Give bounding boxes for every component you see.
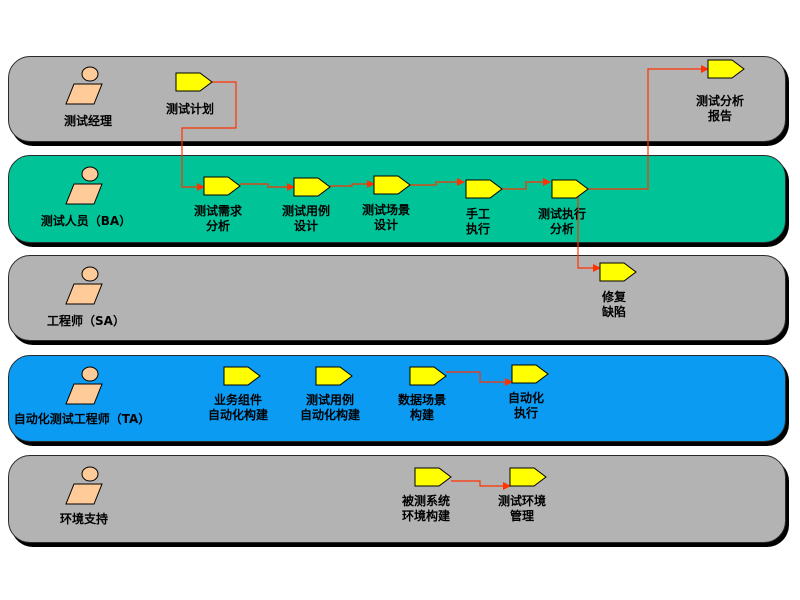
task-label-fix-defect: 修复缺陷 xyxy=(601,290,627,319)
task-label-case-design: 测试用例设计 xyxy=(281,204,331,233)
lane-test-manager xyxy=(8,56,786,142)
task-label-case-auto: 测试用例自动化构建 xyxy=(299,393,361,422)
task-shape-env-build xyxy=(414,467,452,487)
task-label-scenario-design: 测试场景设计 xyxy=(361,203,411,232)
task-shape-test-plan xyxy=(175,72,213,92)
actor-icon xyxy=(65,366,103,405)
task-shape-case-design xyxy=(293,177,331,197)
task-label-env-manage: 测试环境管理 xyxy=(497,494,547,523)
lane-automation-ta xyxy=(8,355,786,442)
task-shape-data-scenario xyxy=(409,366,447,386)
task-label-auto-exec: 自动化执行 xyxy=(507,391,545,420)
connector-scenario-to-manual xyxy=(410,178,465,186)
role-label-env-support: 环境支持 xyxy=(59,512,109,526)
connector-exec-to-report xyxy=(588,65,709,190)
task-shape-manual-exec xyxy=(465,179,503,199)
connector-exec-to-fix xyxy=(577,196,601,272)
task-label-req-analysis: 测试需求分析 xyxy=(193,204,243,233)
task-label-test-plan: 测试计划 xyxy=(165,102,215,116)
task-label-manual-exec: 手工执行 xyxy=(465,207,491,236)
actor-icon xyxy=(65,66,103,105)
lane-env-support xyxy=(8,455,786,543)
actor-icon xyxy=(65,466,103,505)
task-shape-analysis-report xyxy=(707,59,745,79)
task-shape-auto-exec xyxy=(511,364,549,384)
connector-case-to-scenario xyxy=(330,180,375,188)
task-label-data-scenario: 数据场景构建 xyxy=(397,393,447,422)
task-shape-biz-component xyxy=(223,366,261,386)
task-shape-case-auto xyxy=(315,366,353,386)
task-label-exec-analysis: 测试执行分析 xyxy=(537,207,587,236)
lane-tester-ba xyxy=(8,155,786,243)
task-shape-exec-analysis xyxy=(551,179,589,199)
role-label-automation-ta: 自动化测试工程师（TA） xyxy=(13,412,151,426)
role-label-test-manager: 测试经理 xyxy=(63,114,113,128)
connector-manual-to-exec xyxy=(502,178,551,190)
actor-icon xyxy=(65,166,103,205)
connector-req-to-case xyxy=(240,183,295,191)
task-label-env-build: 被测系统环境构建 xyxy=(401,494,451,523)
connector-env-build-to-manage xyxy=(451,480,511,490)
role-label-tester-ba: 测试人员（BA） xyxy=(40,214,132,228)
lane-engineer-sa xyxy=(8,255,786,341)
connector-data-to-auto xyxy=(446,371,513,386)
role-label-engineer-sa: 工程师（SA） xyxy=(47,314,125,328)
task-label-biz-component: 业务组件自动化构建 xyxy=(207,393,269,422)
task-shape-fix-defect xyxy=(599,262,637,282)
task-shape-env-manage xyxy=(509,467,547,487)
connector-plan-to-req xyxy=(181,81,237,191)
task-shape-req-analysis xyxy=(203,176,241,196)
actor-icon xyxy=(65,266,103,305)
task-label-analysis-report: 测试分析报告 xyxy=(695,94,745,123)
task-shape-scenario-design xyxy=(373,175,411,195)
